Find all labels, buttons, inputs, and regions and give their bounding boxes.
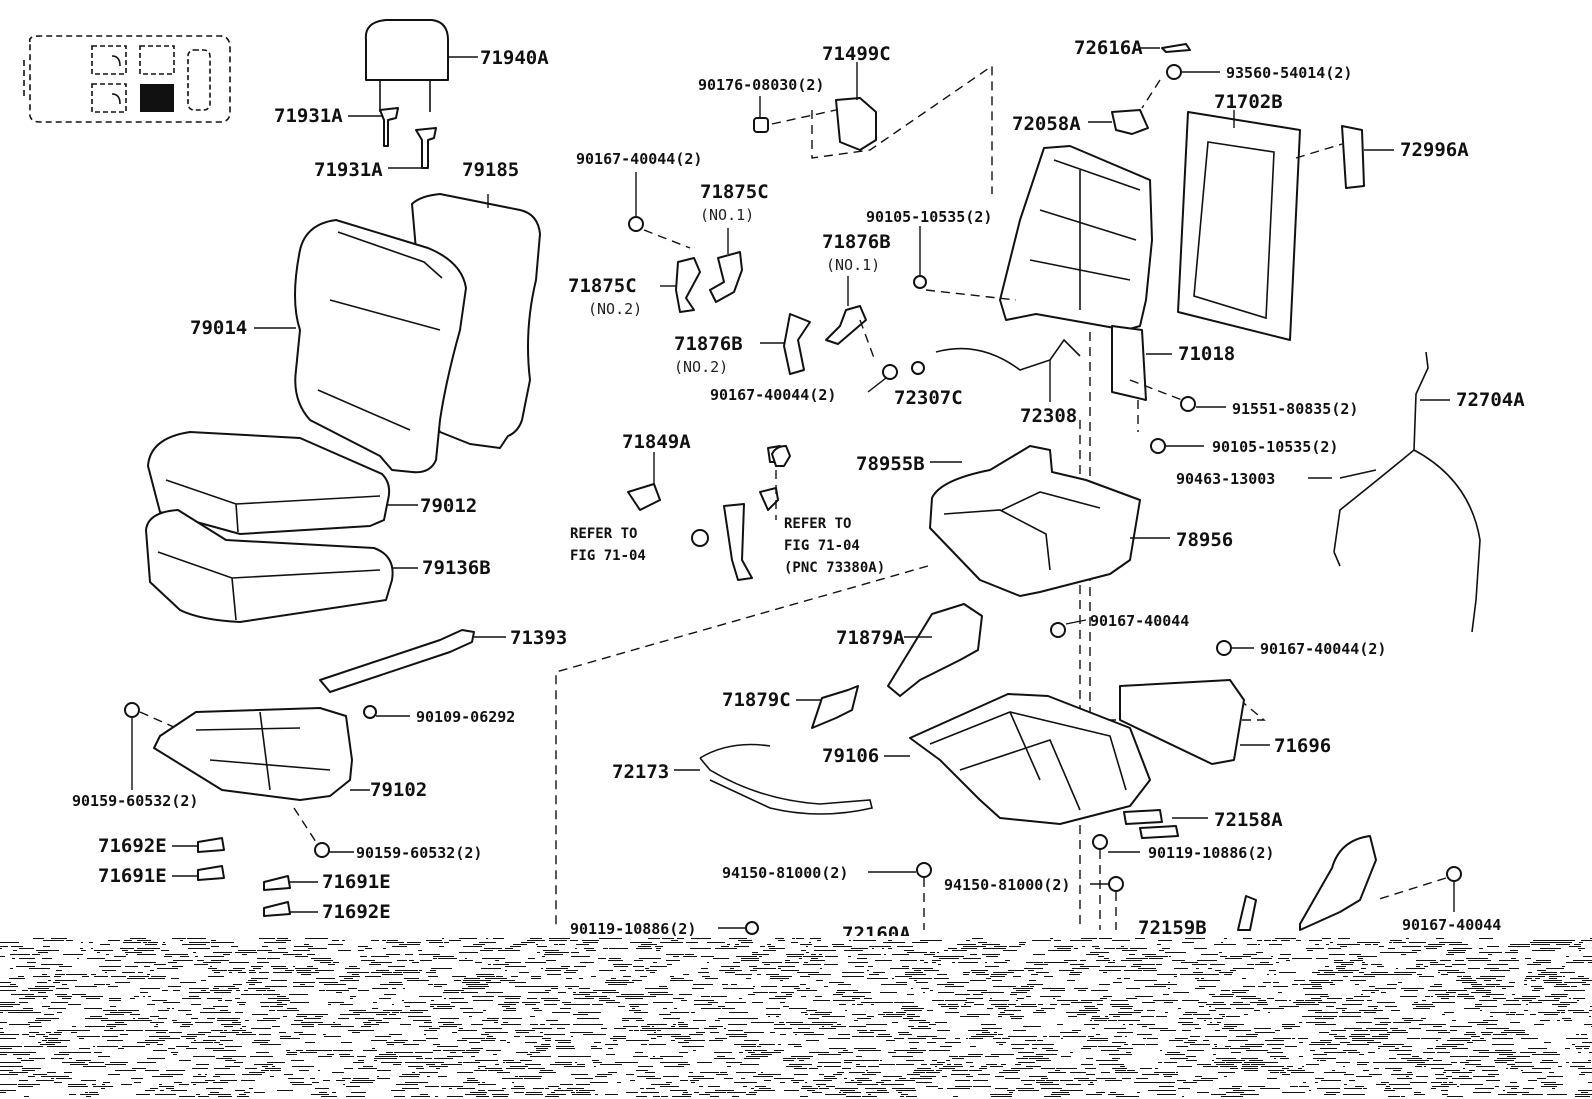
label-71696: 71696 [1274, 735, 1331, 757]
label-90105-10535-bottom: 90105-10535(2) [1212, 438, 1338, 456]
cushion-drawing [145, 431, 418, 623]
label-90119-10886-left: 90119-10886(2) [570, 920, 696, 938]
label-71691E-right: 71691E [322, 871, 391, 893]
label-refer-right-2: FIG 71-04 [784, 538, 860, 554]
label-71876B-no2: 71876B [674, 333, 743, 355]
label-71702B: 71702B [1214, 91, 1283, 113]
label-71849A: 71849A [622, 431, 691, 453]
label-78955B: 78955B [856, 453, 925, 475]
label-refer-left-1: REFER TO [570, 526, 637, 542]
label-71876B-no1-note: (NO.1) [826, 256, 880, 274]
label-71875C-no2-note: (NO.2) [588, 300, 642, 318]
seat-locator-icon [23, 35, 231, 123]
cable-drawing [1308, 351, 1481, 633]
label-78956: 78956 [1176, 529, 1233, 551]
label-refer-right-3: (PNC 73380A) [784, 560, 885, 576]
label-71876B-no2-note: (NO.2) [674, 358, 728, 376]
label-79106: 79106 [822, 745, 879, 767]
label-71692E-left: 71692E [98, 835, 167, 857]
label-71875C-no2: 71875C [568, 275, 637, 297]
label-90167-40044-center: 90167-40044 [1090, 612, 1189, 630]
label-71691E-left: 71691E [98, 865, 167, 887]
label-90167-40044-mid: 90167-40044(2) [710, 386, 836, 404]
label-71692E-right: 71692E [322, 901, 391, 923]
label-71875C-no1: 71875C [700, 181, 769, 203]
label-72158A: 72158A [1214, 809, 1283, 831]
label-90119-10886-right: 90119-10886(2) [1148, 844, 1274, 862]
seat-frame-drawing [911, 43, 1394, 930]
label-71940A: 71940A [480, 47, 549, 69]
lower-center-parts-drawing [674, 603, 1462, 935]
label-90167-40044-right: 90167-40044(2) [1260, 640, 1386, 658]
label-71931A-upper: 71931A [274, 105, 343, 127]
label-71499C: 71499C [822, 43, 891, 65]
label-79136B: 79136B [422, 557, 491, 579]
label-72159B: 72159B [1138, 917, 1207, 939]
label-72173: 72173 [612, 761, 669, 783]
label-72616A: 72616A [1074, 37, 1143, 59]
label-79102: 79102 [370, 779, 427, 801]
label-72704A: 72704A [1456, 389, 1525, 411]
label-71931A-lower: 71931A [314, 159, 383, 181]
label-refer-right-1: REFER TO [784, 516, 851, 532]
center-top-parts-drawing [628, 62, 993, 393]
label-90176-08030: 90176-08030(2) [698, 76, 824, 94]
label-71879A: 71879A [836, 627, 905, 649]
label-90105-10535-top: 90105-10535(2) [866, 208, 992, 226]
label-72307C: 72307C [894, 387, 963, 409]
label-72996A: 72996A [1400, 139, 1469, 161]
label-91551-80835: 91551-80835(2) [1232, 400, 1358, 418]
label-90159-60532-lower: 90159-60532(2) [356, 844, 482, 862]
cushion-frame-drawing [555, 445, 1170, 930]
label-71875C-no1-note: (NO.1) [700, 206, 754, 224]
label-refer-left-2: FIG 71-04 [570, 548, 646, 564]
label-72308: 72308 [1020, 405, 1077, 427]
label-72058A: 72058A [1012, 113, 1081, 135]
label-93560-54014: 93560-54014(2) [1226, 64, 1352, 82]
label-90109-06292: 90109-06292 [416, 708, 515, 726]
label-90159-60532-upper: 90159-60532(2) [72, 792, 198, 810]
label-90167-40044-bottom: 90167-40044 [1402, 916, 1501, 934]
label-90167-40044-top: 90167-40044(2) [576, 150, 702, 168]
label-71018: 71018 [1178, 343, 1235, 365]
headrest-drawing [348, 19, 478, 169]
label-90463-13003: 90463-13003 [1176, 470, 1275, 488]
label-71876B-no1: 71876B [822, 231, 891, 253]
seatback-drawing [254, 193, 541, 474]
label-94150-81000-right: 94150-81000(2) [944, 876, 1070, 894]
label-79014: 79014 [190, 317, 247, 339]
label-71879C: 71879C [722, 689, 791, 711]
label-94150-81000-left: 94150-81000(2) [722, 864, 848, 882]
lower-left-parts-drawing [124, 629, 506, 917]
label-79012: 79012 [420, 495, 477, 517]
label-71393: 71393 [510, 627, 567, 649]
scan-noise-band [0, 936, 1592, 1099]
label-79185: 79185 [462, 159, 519, 181]
